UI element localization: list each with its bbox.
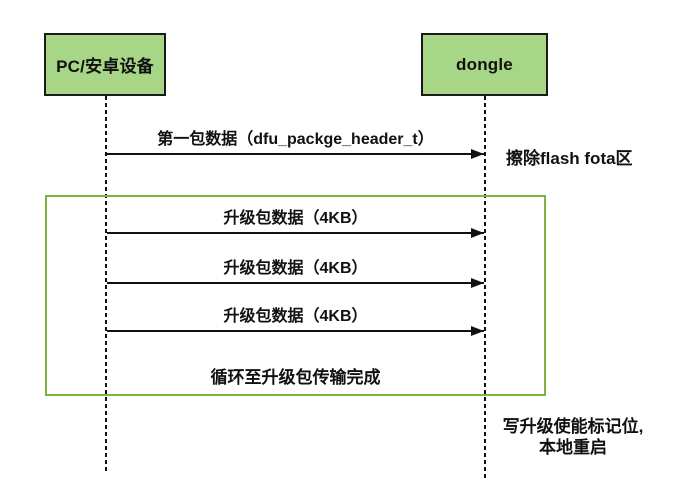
arrow-head-icon [471, 326, 484, 336]
message-upgrade-packet-2-label: 升级包数据（4KB） [223, 260, 368, 277]
note-erase-flash: 擦除flash fota区 [506, 149, 633, 168]
message-first-packet: 第一包数据（dfu_packge_header_t） [107, 130, 484, 159]
message-upgrade-packet-1: 升级包数据（4KB） [107, 209, 484, 238]
actor-dongle-box: dongle [421, 33, 548, 96]
arrow-line [107, 278, 484, 288]
note-write-flag-line1: 写升级使能标记位, [502, 417, 644, 436]
message-upgrade-packet-1-label: 升级包数据（4KB） [223, 210, 368, 227]
loop-caption: 循环至升级包传输完成 [210, 368, 381, 387]
message-upgrade-packet-2: 升级包数据（4KB） [107, 259, 484, 288]
actor-dongle-label: dongle [456, 54, 513, 74]
dongle-lifeline [484, 96, 486, 479]
arrow-head-icon [471, 278, 484, 288]
arrow-line [107, 326, 484, 336]
arrow-line [107, 228, 484, 238]
arrow-head-icon [471, 228, 484, 238]
pc-lifeline [105, 96, 107, 473]
message-first-packet-label: 第一包数据（dfu_packge_header_t） [157, 131, 434, 148]
message-upgrade-packet-3: 升级包数据（4KB） [107, 307, 484, 336]
note-write-flag-reboot: 写升级使能标记位, 本地重启 [487, 416, 659, 458]
note-write-flag-line2: 本地重启 [539, 438, 607, 457]
actor-pc-box: PC/安卓设备 [44, 33, 166, 96]
arrow-head-icon [471, 149, 484, 159]
loop-box [45, 195, 546, 396]
message-upgrade-packet-3-label: 升级包数据（4KB） [223, 308, 368, 325]
actor-pc-label: PC/安卓设备 [56, 57, 154, 76]
arrow-line [107, 149, 484, 159]
